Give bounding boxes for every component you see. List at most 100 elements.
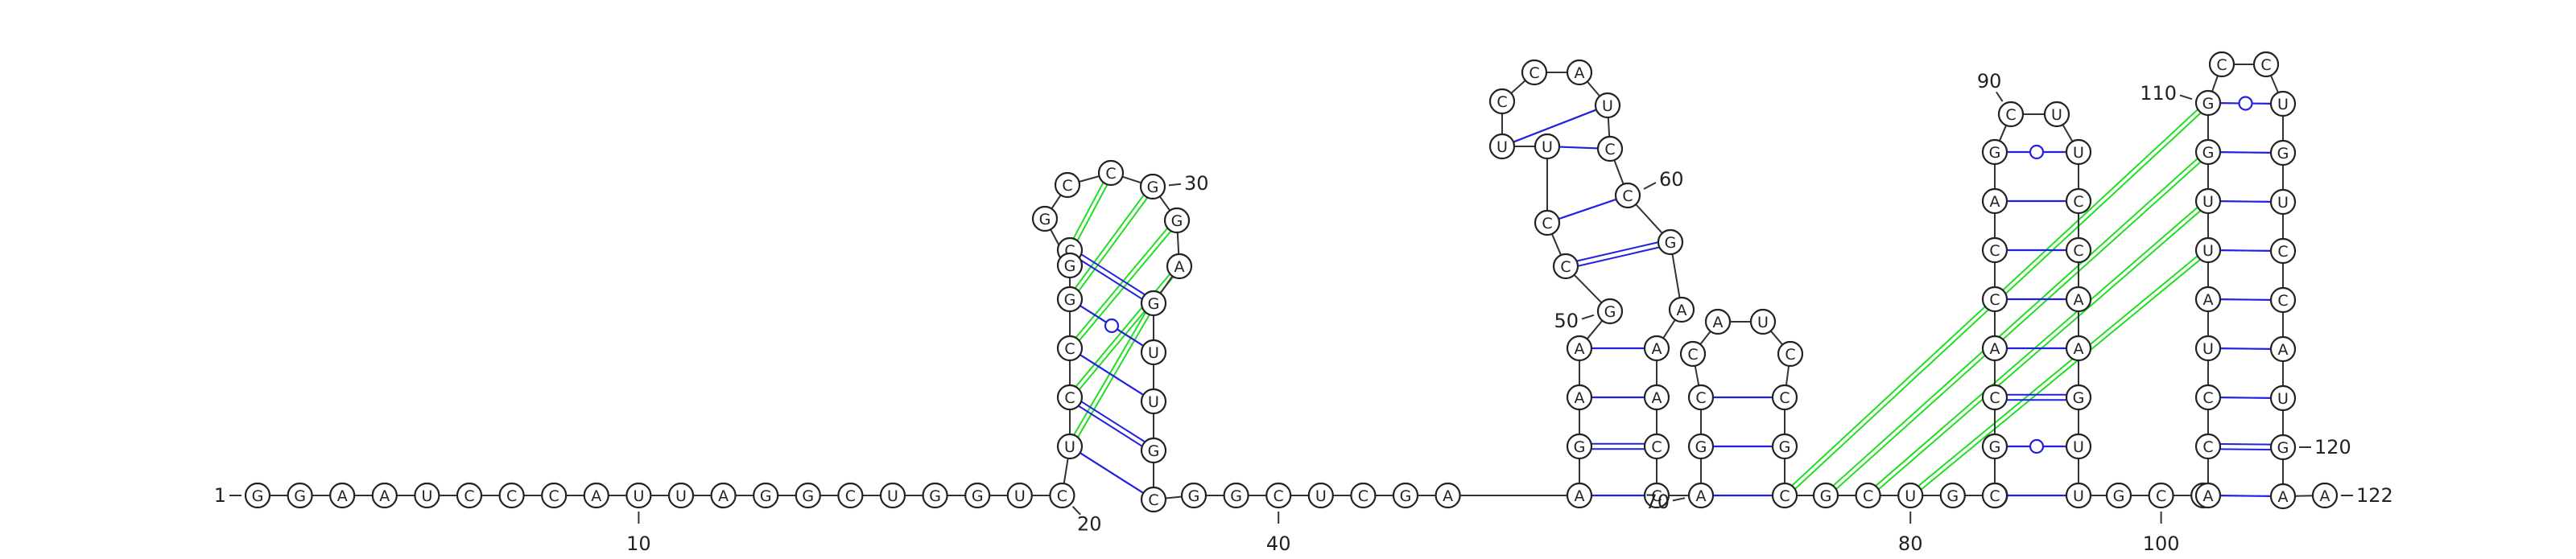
svg-text:U: U <box>421 487 432 505</box>
nucleotide: U <box>1006 482 1033 509</box>
nucleotide: A <box>1643 384 1670 411</box>
position-label: 30 <box>1168 172 1209 195</box>
nucleotide: G <box>1056 252 1084 279</box>
svg-text:A: A <box>2203 291 2214 309</box>
nucleotide: A <box>1166 253 1193 280</box>
position-label: 90 <box>1977 70 2004 102</box>
nucleotide: U <box>625 482 652 509</box>
svg-text:U: U <box>2202 340 2214 358</box>
pseudoknot-pair <box>1072 182 1108 241</box>
svg-text:A: A <box>1696 487 1707 505</box>
pseudoknot-pair <box>1832 158 2202 490</box>
svg-text:60: 60 <box>1659 168 1684 191</box>
nucleotide: U <box>1534 133 1561 160</box>
nucleotide: A <box>2065 335 2092 362</box>
svg-text:C: C <box>1785 346 1795 364</box>
svg-text:40: 40 <box>1266 532 1291 555</box>
backbone-segment <box>1510 80 1526 94</box>
svg-text:G: G <box>1147 179 1159 196</box>
nucleotide: U <box>2194 236 2222 264</box>
svg-text:A: A <box>1443 487 1453 505</box>
backbone-layer <box>270 64 2314 499</box>
nucleotide: C <box>1687 384 1715 411</box>
nucleotide: G <box>2065 384 2092 411</box>
svg-text:A: A <box>2074 340 2084 358</box>
nucleotide: G <box>1140 437 1167 464</box>
svg-text:U: U <box>1148 344 1159 362</box>
svg-text:1: 1 <box>214 484 226 507</box>
svg-text:C: C <box>1105 165 1116 183</box>
wobble-pair <box>1080 305 1144 347</box>
svg-text:A: A <box>1575 389 1585 407</box>
nucleotide: A <box>2311 482 2339 509</box>
position-label: 60 <box>1643 168 1684 191</box>
nucleotide: C <box>1140 486 1167 513</box>
au-pair <box>2219 249 2272 252</box>
position-label: 122 <box>2341 484 2393 507</box>
nucleotide: C <box>1614 182 1641 209</box>
svg-text:G: G <box>2277 439 2289 457</box>
nucleotide: C <box>1049 482 1075 509</box>
svg-text:U: U <box>2073 438 2084 456</box>
au-pair <box>1558 198 1617 220</box>
svg-text:U: U <box>2051 106 2062 124</box>
svg-text:80: 80 <box>1898 532 1923 555</box>
nucleotide: A <box>371 482 398 509</box>
svg-text:A: A <box>337 487 348 505</box>
svg-text:C: C <box>1863 487 1873 505</box>
svg-text:C: C <box>1358 487 1368 505</box>
svg-text:U: U <box>2073 487 2084 505</box>
svg-text:C: C <box>1604 141 1615 158</box>
svg-text:G: G <box>2202 144 2215 162</box>
svg-text:30: 30 <box>1184 172 1209 195</box>
svg-text:U: U <box>633 487 644 505</box>
backbone-segment <box>1121 175 1142 184</box>
wobble-pair <box>2219 96 2272 111</box>
position-label: 110 <box>2140 82 2193 105</box>
svg-text:G: G <box>929 487 941 505</box>
nucleotide: A <box>1566 384 1593 411</box>
nucleotide: G <box>1140 290 1167 317</box>
svg-text:C: C <box>506 487 517 505</box>
svg-text:C: C <box>1695 389 1706 407</box>
nucleotide: A <box>2194 482 2222 509</box>
nucleotide: G <box>2269 139 2297 166</box>
svg-text:C: C <box>1560 258 1571 276</box>
nucleotide: U <box>2269 188 2297 216</box>
nucleotide: C <box>1679 340 1707 368</box>
svg-text:G: G <box>1946 487 1959 505</box>
svg-text:C: C <box>2202 389 2213 407</box>
nucleotide: U <box>879 482 906 509</box>
nucleotide: A <box>1687 482 1715 509</box>
nucleotide: A <box>1566 335 1593 362</box>
svg-text:A: A <box>1575 340 1585 358</box>
nucleotide: A <box>329 482 356 509</box>
nucleotide: A <box>1981 187 2008 215</box>
nucleotide: A <box>2065 286 2092 313</box>
nucleotide: A <box>1435 482 1461 509</box>
nucleotide: C <box>2065 236 2092 264</box>
nucleotide: C <box>2148 482 2174 509</box>
svg-text:C: C <box>2260 56 2271 74</box>
svg-text:G: G <box>252 487 264 505</box>
au-pair <box>2219 347 2272 350</box>
pseudoknot-pair <box>1074 194 1149 292</box>
svg-text:C: C <box>1274 487 1284 505</box>
nucleotide: G <box>753 482 779 509</box>
svg-text:G: G <box>972 487 984 505</box>
nucleotide: G <box>795 482 821 509</box>
svg-text:G: G <box>802 487 814 505</box>
svg-text:C: C <box>1779 389 1790 407</box>
svg-text:A: A <box>1990 340 2000 358</box>
gc-pair <box>1576 241 1660 267</box>
svg-text:A: A <box>1575 64 1585 82</box>
nucleotide: A <box>583 482 609 509</box>
nucleotide: C <box>1054 171 1081 199</box>
nucleotide: U <box>414 482 440 509</box>
position-label: 40 <box>1266 512 1291 555</box>
backbone-segment <box>2062 124 2074 142</box>
pseudoknot-pair <box>1875 206 2202 491</box>
svg-text:C: C <box>1651 438 1662 456</box>
backbone-segment <box>1586 80 1601 97</box>
svg-text:G: G <box>1064 291 1076 309</box>
